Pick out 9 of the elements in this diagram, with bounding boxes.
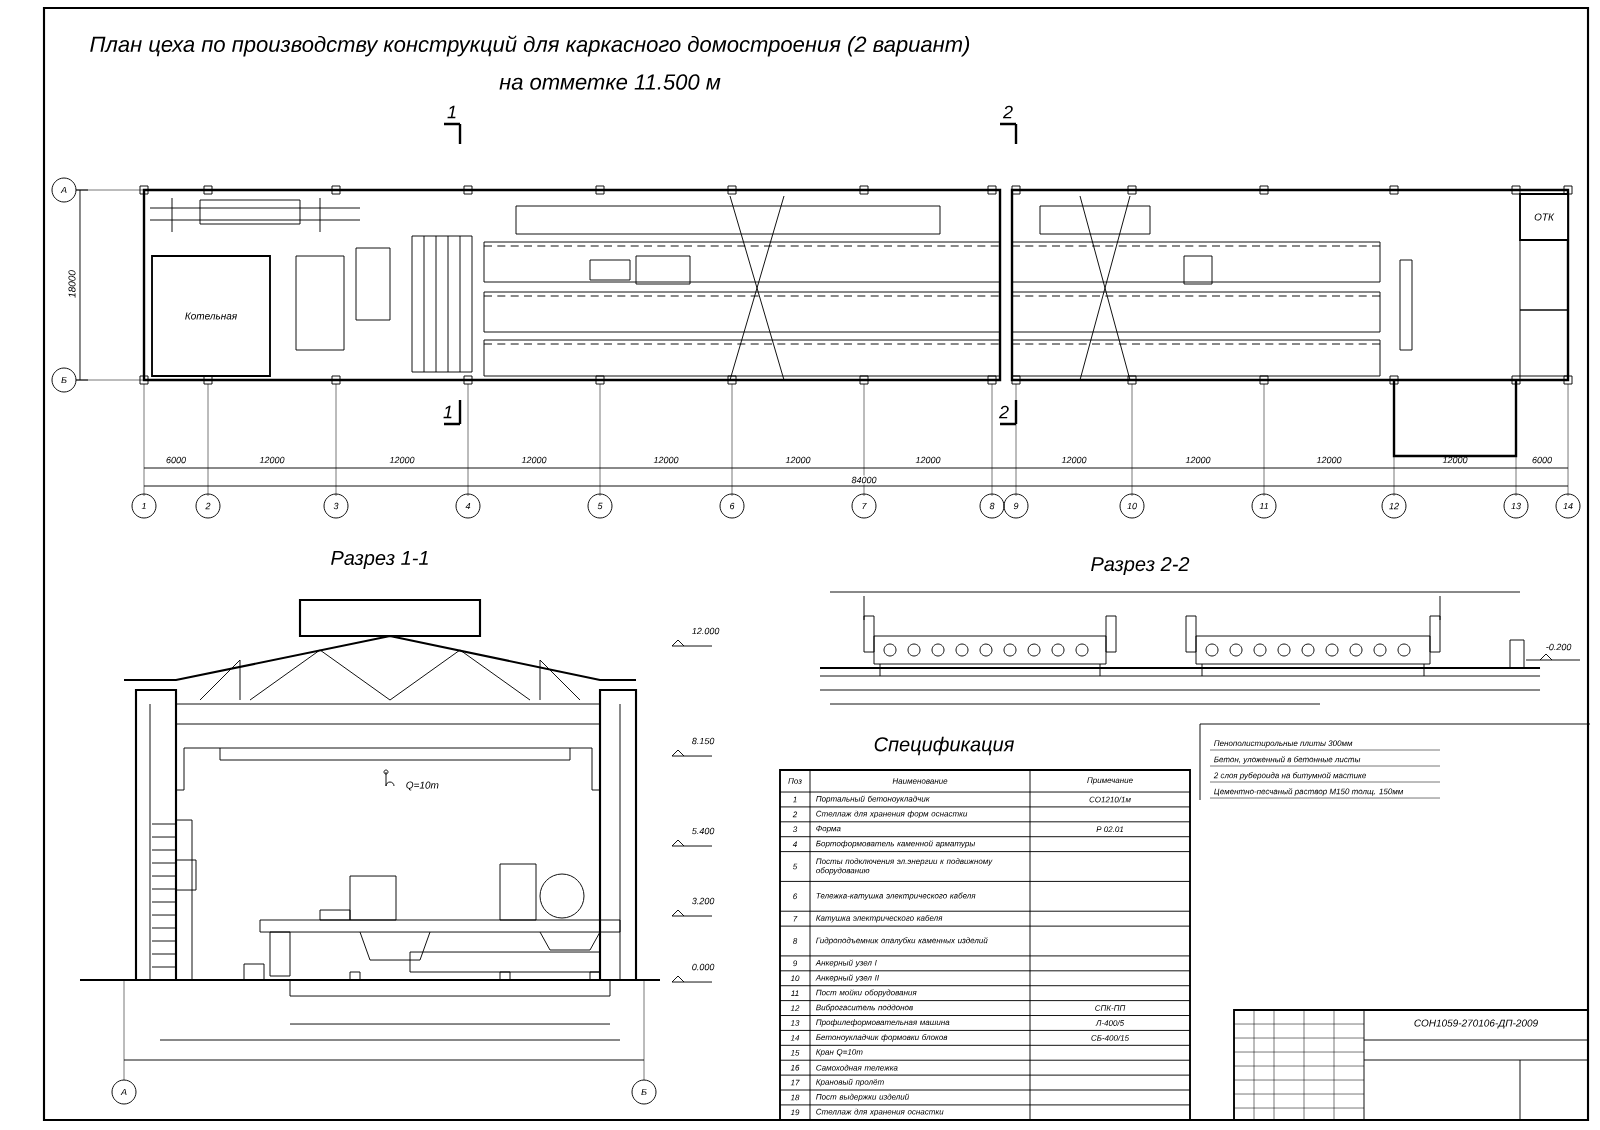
- drawing-title: План цеха по производству конструкций для каркасного домостроения (2 вариант): [90, 35, 970, 57]
- table-title: Спецификация: [874, 736, 1014, 756]
- drawing-title: на отметке 11.500 м: [499, 74, 721, 90]
- section-title: Разрез 1-1: [331, 551, 428, 569]
- section-mark: 1: [443, 405, 452, 419]
- section-mark: 2: [1002, 105, 1013, 119]
- section-mark: 2: [998, 405, 1009, 419]
- section-title: Разрез 2-2: [1091, 556, 1190, 576]
- section-mark: 1: [447, 105, 456, 119]
